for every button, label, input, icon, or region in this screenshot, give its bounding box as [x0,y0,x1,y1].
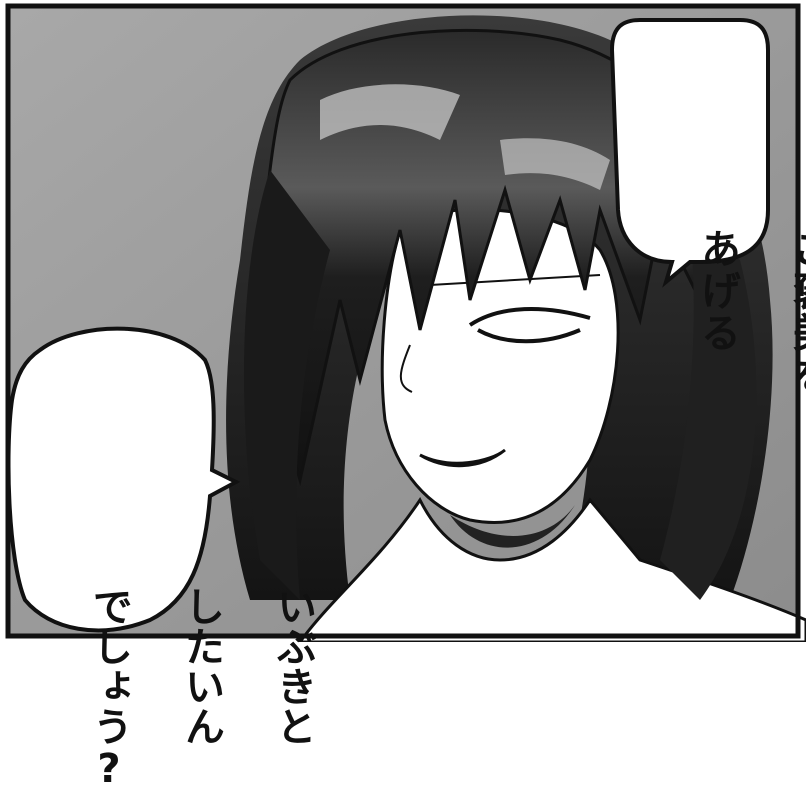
panel-artwork [5,3,806,642]
mouth [419,448,506,468]
manga-panel: さあ ご褒美を あげる いぶきと したいん でしょう? [5,3,806,792]
hair-right-lock [660,230,757,600]
speech-line: あげる [694,228,740,354]
speech-line: いぶきと [270,586,316,746]
speech-text-right: さあ ご褒美を あげる [648,36,806,396]
neck-shadow [450,505,575,548]
speech-bubble-right [609,18,770,288]
hair-shine [320,84,460,140]
speech-line: ご褒美を [786,228,806,396]
hair-left-lock [243,170,330,600]
speech-line: したいん [178,586,224,746]
speech-text-left: いぶきと したいん でしょう? [40,402,362,792]
eye [468,307,591,344]
speech-line: でしょう? [86,586,132,792]
hair-shine-2 [500,138,610,190]
eyebrow-line [429,274,601,286]
panel-border [5,3,801,639]
face [380,208,620,524]
nose [399,344,413,393]
